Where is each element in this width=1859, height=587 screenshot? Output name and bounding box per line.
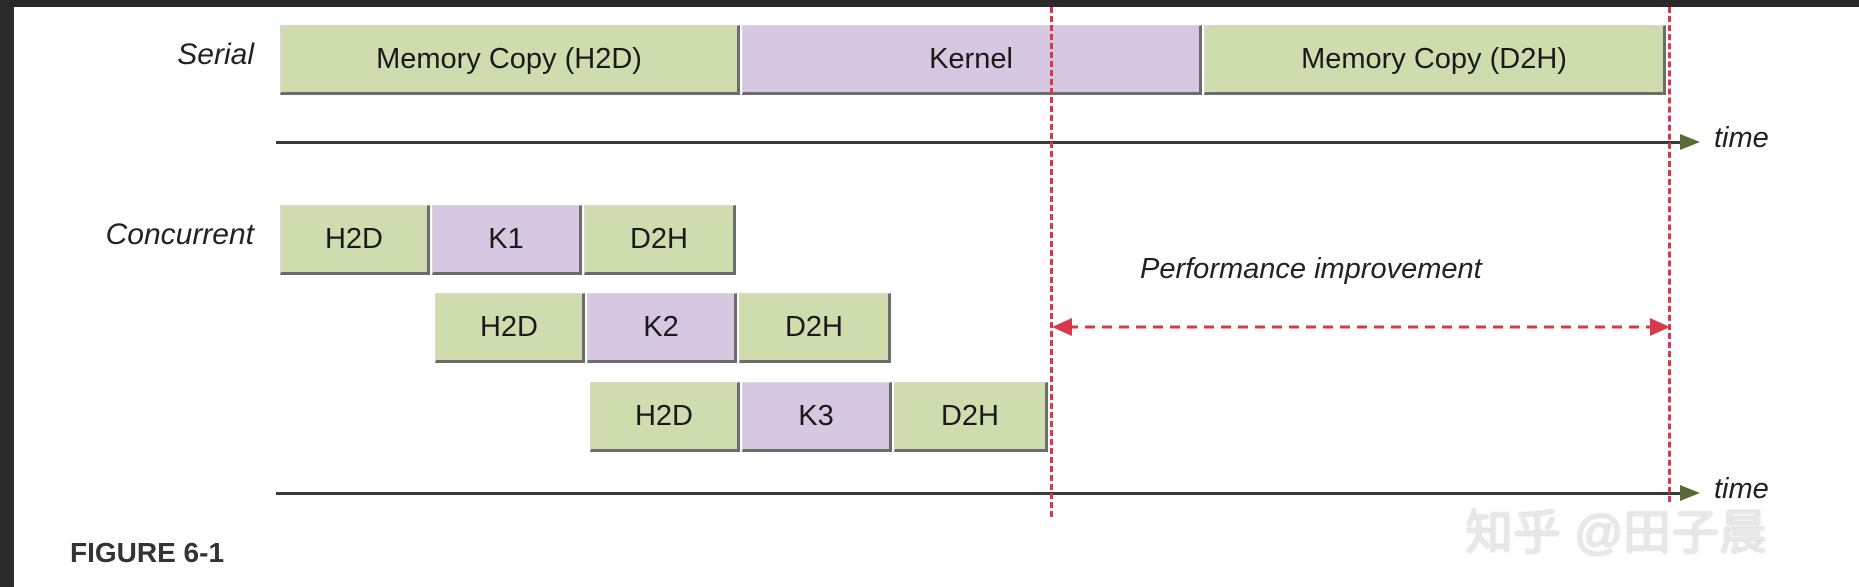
stream3-h2d-block: H2D — [590, 382, 740, 452]
stream3-k3-block: K3 — [742, 382, 892, 452]
concurrent-time-axis — [276, 492, 1686, 495]
stream2-k2-block: K2 — [587, 293, 737, 363]
stream1-d2h-block: D2H — [584, 205, 736, 275]
stream1-k1-block: K1 — [432, 205, 582, 275]
serial-d2h-block: Memory Copy (D2H) — [1204, 25, 1666, 95]
concurrent-label: Concurrent — [105, 218, 254, 251]
concurrent-time-label: time — [1714, 473, 1769, 505]
stream2-d2h-block: D2H — [739, 293, 891, 363]
figure-caption: FIGURE 6-1 — [70, 537, 225, 568]
performance-improvement-arrow — [1052, 318, 1670, 336]
left-frame-border — [0, 0, 14, 587]
top-frame-border — [0, 0, 1859, 7]
concurrent-end-marker — [1050, 7, 1053, 517]
stream3-d2h-block: D2H — [894, 382, 1048, 452]
stream2-h2d-block: H2D — [435, 293, 585, 363]
serial-axis-arrowhead — [1680, 134, 1700, 150]
concurrent-axis-arrowhead — [1680, 485, 1700, 501]
serial-time-label: time — [1714, 122, 1769, 154]
serial-h2d-block: Memory Copy (H2D) — [280, 25, 740, 95]
performance-improvement-label: Performance improvement — [1140, 253, 1482, 285]
stream1-h2d-block: H2D — [280, 205, 430, 275]
serial-kernel-block: Kernel — [742, 25, 1202, 95]
serial-label: Serial — [177, 38, 254, 71]
serial-end-marker — [1668, 7, 1671, 502]
serial-time-axis — [276, 141, 1686, 144]
watermark: 知乎 @田子晨 — [1465, 507, 1768, 560]
